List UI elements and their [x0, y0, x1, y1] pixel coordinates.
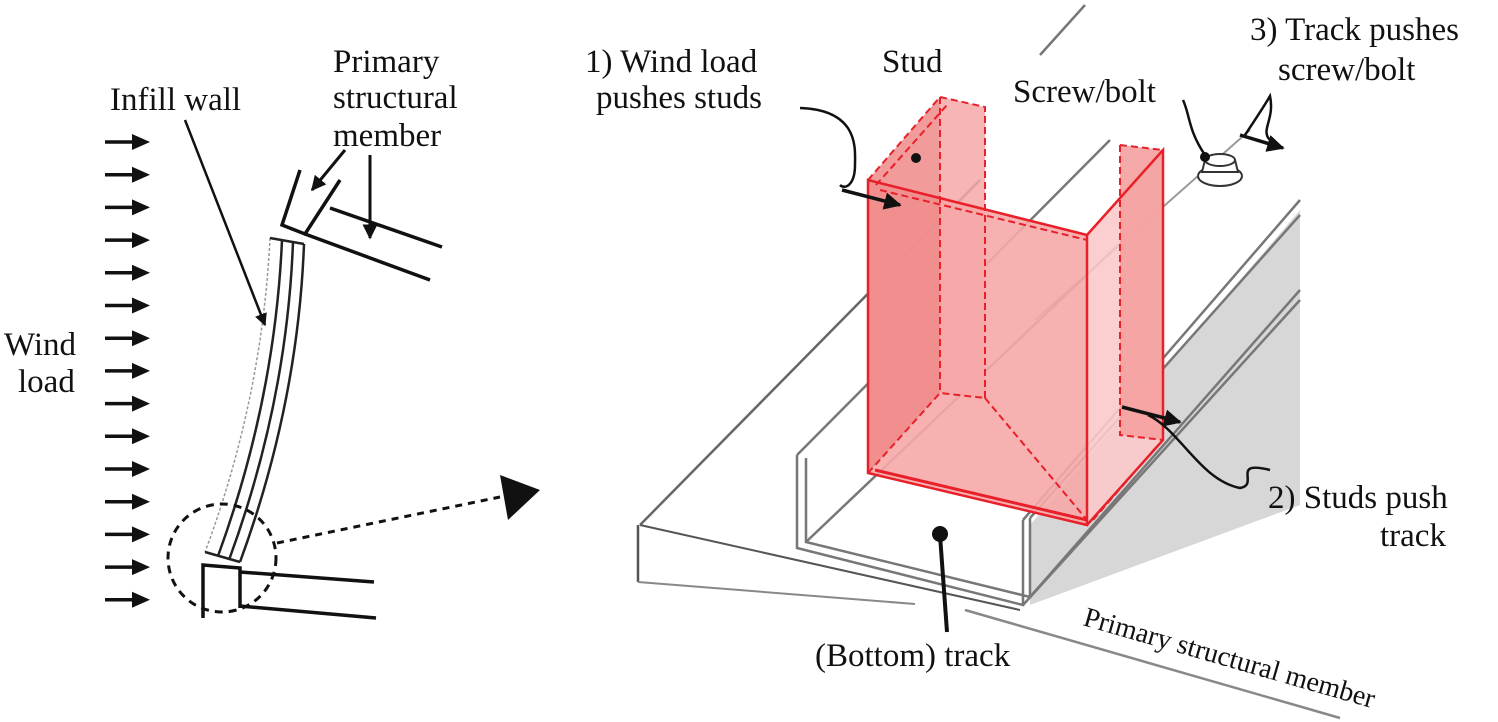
wind-arrow-head — [132, 461, 150, 477]
infill-wall-label: Infill wall — [110, 82, 241, 118]
step3-force-arrow — [1239, 133, 1285, 152]
right-panel: 1) Wind load pushes studs Stud Screw/bol… — [585, 4, 1459, 720]
step3-label-line2: screw/bolt — [1278, 52, 1415, 88]
top-primary-member — [279, 169, 443, 282]
wind-load-label-line1: Wind — [4, 327, 76, 363]
step1-force-arrow — [841, 188, 902, 210]
stud — [866, 95, 1165, 527]
step2-force-arrow — [1121, 405, 1182, 427]
wind-arrow-head — [132, 199, 150, 216]
screw-dot — [1200, 152, 1210, 162]
left-panel: Primary structural member Infill wall Wi… — [4, 44, 540, 620]
wind-arrow-head — [132, 330, 150, 347]
stud-right-lip — [1120, 145, 1163, 440]
wind-arrow-head — [132, 591, 150, 608]
step2-leader — [1147, 413, 1271, 490]
wind-load-label-line2: load — [18, 364, 75, 400]
wind-arrow-head — [132, 559, 150, 576]
bottom-primary-member — [201, 563, 377, 620]
wind-arrow-head — [132, 232, 150, 249]
detail-circle — [166, 502, 278, 614]
member-leader-1 — [310, 149, 347, 192]
wind-arrow-head — [132, 297, 150, 314]
track-leader — [938, 534, 949, 633]
detail-pointer-arrow — [276, 495, 501, 545]
screw-bolt — [1197, 153, 1243, 187]
wind-arrow-head — [132, 526, 150, 543]
wind-arrow-head — [132, 134, 150, 150]
step1-label-line1: 1) Wind load — [585, 44, 758, 80]
stud-pointer-dot — [911, 153, 921, 163]
stud-left-lip — [940, 97, 985, 398]
wind-arrow-head — [132, 395, 150, 412]
bottom-track-label: (Bottom) track — [815, 638, 1011, 674]
detail-arrowhead — [500, 475, 540, 520]
wind-load-arrows — [105, 134, 150, 608]
step3-leader — [1243, 92, 1273, 141]
primary-member-label-line1: Primary — [333, 44, 440, 80]
step2-label-line1: 2) Studs push — [1268, 480, 1448, 516]
wind-arrow-head — [132, 493, 150, 510]
wind-arrow-head — [132, 166, 150, 183]
wind-arrow-head — [132, 362, 150, 379]
step2-label-line2: track — [1380, 518, 1446, 554]
primary-member-label-line3: member — [333, 118, 441, 154]
step1-leader — [799, 106, 857, 189]
wind-arrow-head — [132, 428, 150, 445]
primary-member-label-line2: structural — [333, 80, 458, 116]
screw-leader — [1181, 99, 1207, 156]
stud-label: Stud — [882, 44, 943, 80]
primary-member-right-label: Primary structural member — [1080, 602, 1379, 715]
infill-wall-leader — [183, 119, 267, 327]
screw-bolt-label: Screw/bolt — [1013, 74, 1156, 110]
step1-label-line2: pushes studs — [596, 80, 762, 116]
wind-arrow-head — [132, 264, 150, 281]
track-dot — [932, 526, 948, 542]
step3-label-line1: 3) Track pushes — [1250, 12, 1459, 48]
infill-wall — [204, 236, 306, 564]
